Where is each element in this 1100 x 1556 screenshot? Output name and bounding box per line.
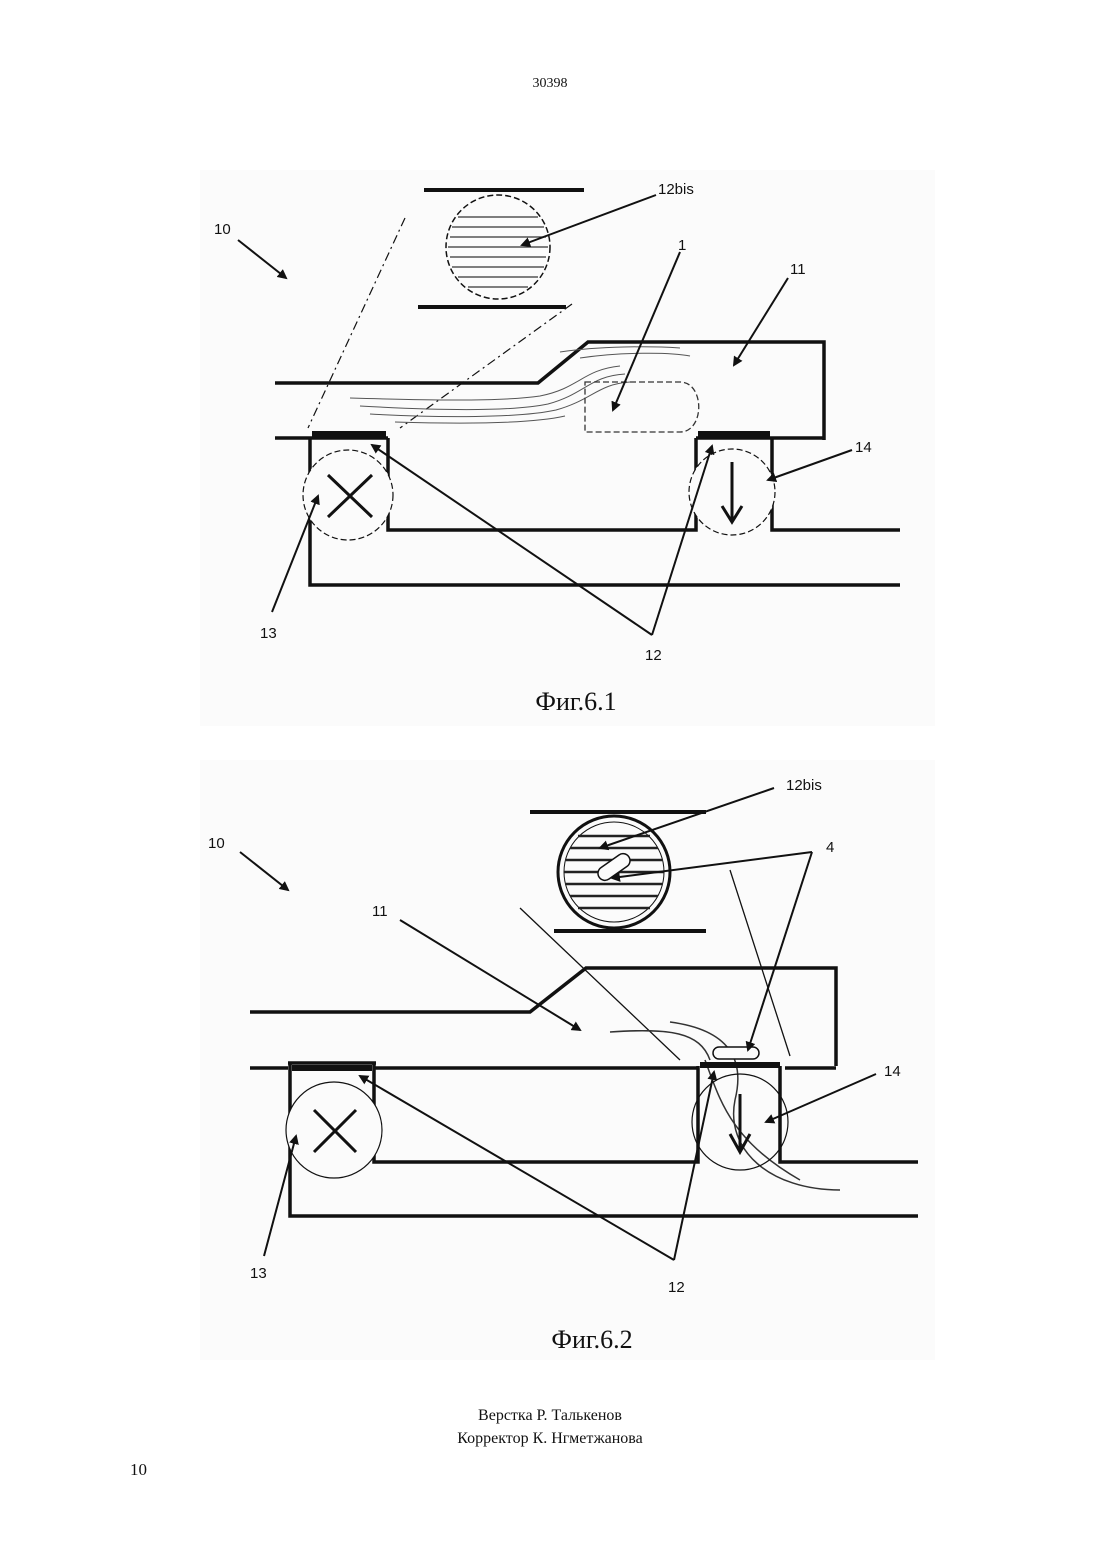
- fan-14: [689, 449, 775, 535]
- label-12bis: 12bis: [658, 181, 694, 198]
- figure-6-1-drawing: 10 12bis 1 11 14 13 12 Фиг.6.1: [200, 170, 935, 726]
- label-1: 1: [678, 237, 686, 254]
- layout-credit: Верстка Р. Талькенов: [0, 1404, 1100, 1427]
- leader-4-upper: [612, 852, 812, 878]
- duct-11: [275, 342, 824, 440]
- page-number: 10: [130, 1460, 147, 1480]
- sight-line: [730, 870, 790, 1056]
- leader-14: [766, 1074, 876, 1122]
- leader-11: [734, 278, 788, 365]
- label-14: 14: [884, 1063, 901, 1080]
- label-13: 13: [250, 1265, 267, 1282]
- label-13: 13: [260, 625, 277, 642]
- airflow-lines: [350, 347, 690, 423]
- label-11: 11: [372, 903, 388, 920]
- leader-1: [613, 252, 680, 410]
- leader-10: [238, 240, 286, 278]
- figure-caption: Фиг.6.2: [551, 1325, 632, 1354]
- fan-13: [286, 1082, 382, 1178]
- grille-12bis: [530, 812, 706, 931]
- label-12: 12: [668, 1279, 685, 1296]
- object-4: [713, 1047, 759, 1059]
- credits: Верстка Р. Талькенов Корректор К. Нгметж…: [0, 1404, 1100, 1450]
- leader-12-right: [674, 1072, 714, 1260]
- leader-10: [240, 852, 288, 890]
- label-4: 4: [826, 839, 834, 856]
- proofreader-credit: Корректор К. Нгметжанова: [0, 1427, 1100, 1450]
- label-12bis: 12bis: [786, 777, 822, 794]
- label-14: 14: [855, 439, 872, 456]
- label-10: 10: [214, 221, 231, 238]
- grille-12bis: [418, 190, 584, 307]
- fan-13: [303, 450, 393, 540]
- figure-6-2-drawing: 10 12bis 4 11 14 13 12 Фиг.6.2: [200, 760, 935, 1360]
- label-11: 11: [790, 261, 806, 278]
- figure-caption: Фиг.6.1: [535, 687, 616, 716]
- leader-12-left: [372, 445, 652, 635]
- fan-14: [692, 1074, 788, 1170]
- dashed-line: [308, 218, 405, 428]
- leader-12-left: [360, 1076, 674, 1260]
- figure-6-1: 10 12bis 1 11 14 13 12 Фиг.6.1: [200, 170, 935, 726]
- document-number: 30398: [0, 76, 1100, 92]
- label-12: 12: [645, 647, 662, 664]
- figure-6-2: 10 12bis 4 11 14 13 12 Фиг.6.2: [200, 760, 935, 1360]
- label-10: 10: [208, 835, 225, 852]
- leader-14: [768, 450, 852, 480]
- leader-12-right: [652, 446, 712, 635]
- leader-4-lower: [748, 852, 812, 1050]
